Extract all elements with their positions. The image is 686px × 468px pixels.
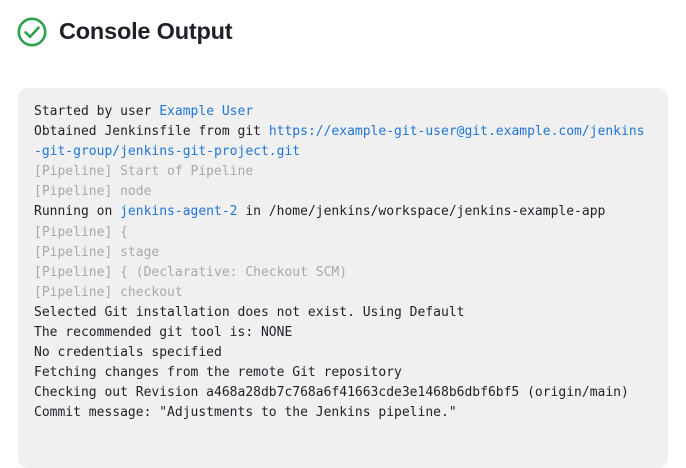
console-text: [Pipeline] { (Declarative: Checkout SCM) — [34, 264, 348, 280]
console-text: Selected Git installation does not exist… — [34, 304, 465, 320]
console-line: Selected Git installation does not exist… — [34, 303, 652, 323]
console-text: [Pipeline] stage — [34, 244, 160, 260]
console-line: [Pipeline] Start of Pipeline — [34, 162, 652, 182]
console-line: Obtained Jenkinsfile from git https://ex… — [34, 122, 652, 162]
console-line: [Pipeline] node — [34, 182, 652, 202]
page-header: Console Output — [0, 0, 686, 50]
console-text: No credentials specified — [34, 345, 222, 361]
console-text: Running on — [34, 204, 121, 220]
console-text: Started by user — [34, 104, 160, 119]
console-text: [Pipeline] node — [34, 184, 152, 200]
console-text: [Pipeline] checkout — [34, 284, 183, 300]
console-line: [Pipeline] { (Declarative: Checkout SCM) — [34, 263, 652, 283]
console-line: [Pipeline] stage — [34, 243, 652, 263]
console-text: Fetching changes from the remote Git rep… — [34, 365, 402, 381]
console-text: [Pipeline] { — [34, 224, 128, 240]
console-text: Obtained Jenkinsfile from git — [34, 124, 269, 140]
console-line: Fetching changes from the remote Git rep… — [34, 363, 652, 383]
console-text: [Pipeline] Start of Pipeline — [34, 164, 254, 180]
console-line: Running on jenkins-agent-2 in /home/jenk… — [34, 202, 652, 222]
console-text: in /home/jenkins/workspace/jenkins-examp… — [237, 204, 606, 220]
console-text: Commit message: "Adjustments to the Jenk… — [34, 405, 457, 421]
console-link[interactable]: Example User — [159, 104, 254, 119]
console-line: [Pipeline] { — [34, 223, 652, 243]
console-line: No credentials specified — [34, 343, 652, 363]
console-link[interactable]: https://example-git-user@git.example.com… — [34, 124, 645, 160]
console-link[interactable]: jenkins-agent-2 — [120, 204, 238, 220]
console-text: The recommended git tool is: NONE — [34, 325, 293, 341]
console-line: The recommended git tool is: NONE — [34, 323, 652, 343]
console-line: Started by user Example User — [34, 102, 652, 122]
console-line: Commit message: "Adjustments to the Jenk… — [34, 403, 652, 423]
console-line: Checking out Revision a468a28db7c768a6f4… — [34, 383, 652, 403]
console-text: Checking out Revision a468a28db7c768a6f4… — [34, 385, 629, 401]
page-title: Console Output — [59, 18, 233, 45]
check-circle-icon — [17, 17, 47, 47]
console-line: [Pipeline] checkout — [34, 283, 652, 303]
